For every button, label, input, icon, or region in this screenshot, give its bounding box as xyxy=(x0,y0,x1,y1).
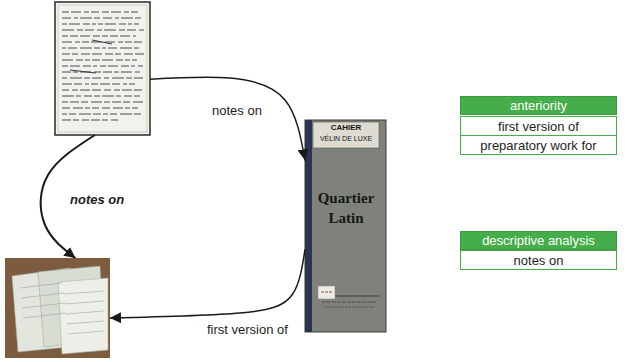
edge-label: notes on xyxy=(68,192,126,207)
manuscript-page-part xyxy=(62,36,136,37)
manuscript-page-part xyxy=(62,30,144,31)
relation-arrow xyxy=(150,77,305,160)
node-label: descriptive analysis xyxy=(482,233,595,248)
node-label: preparatory work for xyxy=(480,138,596,153)
cover-title: Quartier Latin xyxy=(310,188,382,228)
notebook-cover-part xyxy=(324,307,374,308)
manuscript-page xyxy=(55,2,150,135)
notebook-cover-part xyxy=(318,286,335,299)
relation-group-header: anteriority xyxy=(460,96,617,115)
manuscript-stack-photo-part xyxy=(5,258,110,358)
notebook-cover-part xyxy=(321,291,332,292)
manuscript-stack-photo-part xyxy=(67,321,104,324)
notebook-cover-part xyxy=(305,120,386,332)
relation-group-header: descriptive analysis xyxy=(460,231,617,250)
notebook-cover-part xyxy=(305,120,312,332)
manuscript-page-part xyxy=(62,66,143,67)
manuscript-page-part xyxy=(62,90,142,91)
manuscript-stack-photo-part xyxy=(65,301,104,304)
manuscript-page-part xyxy=(58,5,147,132)
manuscript-page-part xyxy=(70,70,96,73)
notebook-cover: CAHIERVÉLIN DE LUXE Quartier Latin xyxy=(305,120,386,332)
manuscript-stack-photo-part xyxy=(20,283,62,288)
relation-item: preparatory work for xyxy=(460,135,617,155)
notebook-cover-part xyxy=(313,122,379,148)
manuscript-page-part xyxy=(62,108,138,109)
node-label: notes on xyxy=(514,253,564,268)
manuscript-page-part xyxy=(62,60,137,61)
relation-item: notes on xyxy=(460,250,617,270)
relation-arrow xyxy=(110,249,305,318)
notebook-cover xyxy=(305,120,386,332)
manuscript-page-part xyxy=(62,96,140,97)
relation-item: first version of xyxy=(460,116,617,136)
manuscript-page-part xyxy=(62,12,138,13)
manuscript-page-part xyxy=(62,114,141,115)
manuscript-page-part xyxy=(62,120,120,121)
manuscript-stack-photo-part xyxy=(23,313,66,318)
manuscript-page-part xyxy=(62,24,140,25)
manuscript-stack-photo-part xyxy=(66,311,104,314)
manuscript-stack-photo-part xyxy=(22,303,65,308)
manuscript-page-part xyxy=(62,78,144,79)
node-label: anteriority xyxy=(510,98,567,113)
manuscript-page-part xyxy=(92,40,112,44)
manuscript-stack-photo-part xyxy=(58,278,108,354)
edge-label: first version of xyxy=(205,322,290,337)
manuscript-page-part xyxy=(62,54,144,55)
manuscript-page-part xyxy=(62,48,139,49)
manuscript-stack-photo-part xyxy=(21,293,64,298)
cover-heading: CAHIER xyxy=(313,123,379,133)
manuscript-page xyxy=(55,2,150,135)
notebook-cover-part xyxy=(322,302,376,303)
manuscript-page-part xyxy=(62,12,144,120)
manuscript-stack-photo-part xyxy=(64,291,104,294)
manuscript-stack-photo xyxy=(5,258,110,358)
manuscript-page-part xyxy=(55,2,150,135)
manuscript-page-part xyxy=(62,84,135,85)
manuscript-page-part xyxy=(62,102,143,103)
node-label: first version of xyxy=(498,119,579,134)
manuscript-page-part xyxy=(62,18,143,19)
manuscript-stack-photo-part xyxy=(20,283,104,334)
manuscript-page-part xyxy=(62,72,140,73)
edge-label: notes on xyxy=(210,103,264,118)
manuscript-stack-photo-part xyxy=(68,331,104,334)
cover-subtitle: VÉLIN DE LUXE xyxy=(313,134,379,143)
manuscript-stack xyxy=(5,258,110,358)
